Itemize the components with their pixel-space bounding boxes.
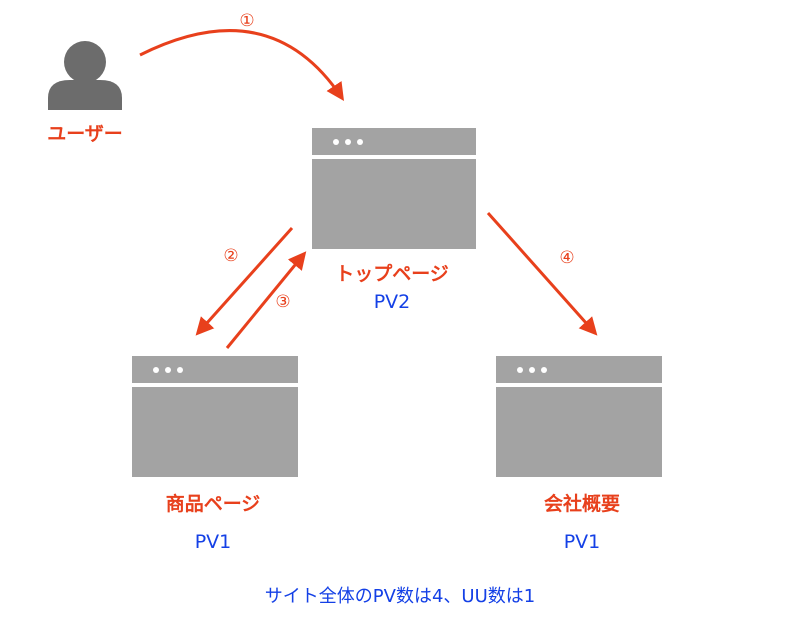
company-page-label: 会社概要 [544, 492, 620, 515]
product-page-label: 商品ページ [166, 492, 261, 515]
arrow-product-to-top [225, 251, 307, 349]
top-page-label: トップページ [335, 262, 449, 285]
top-page-pv: PV2 [374, 291, 411, 313]
company-page-window-icon [496, 356, 662, 477]
product-page-pv: PV1 [195, 531, 232, 553]
step-1-label: ① [239, 11, 254, 31]
arrow-user-to-top [139, 29, 344, 101]
summary-text: サイト全体のPV数は4、UU数は1 [265, 586, 535, 607]
step-3-label: ③ [275, 292, 290, 312]
user-label: ユーザー [47, 123, 123, 145]
step-2-label: ② [223, 246, 238, 266]
top-page-window-icon [312, 128, 476, 249]
user-icon [48, 41, 122, 110]
arrow-top-to-product [195, 226, 294, 336]
arrow-top-to-company [486, 212, 598, 336]
product-page-window-icon [132, 356, 298, 477]
company-page-pv: PV1 [564, 531, 601, 553]
step-4-label: ④ [559, 248, 574, 268]
